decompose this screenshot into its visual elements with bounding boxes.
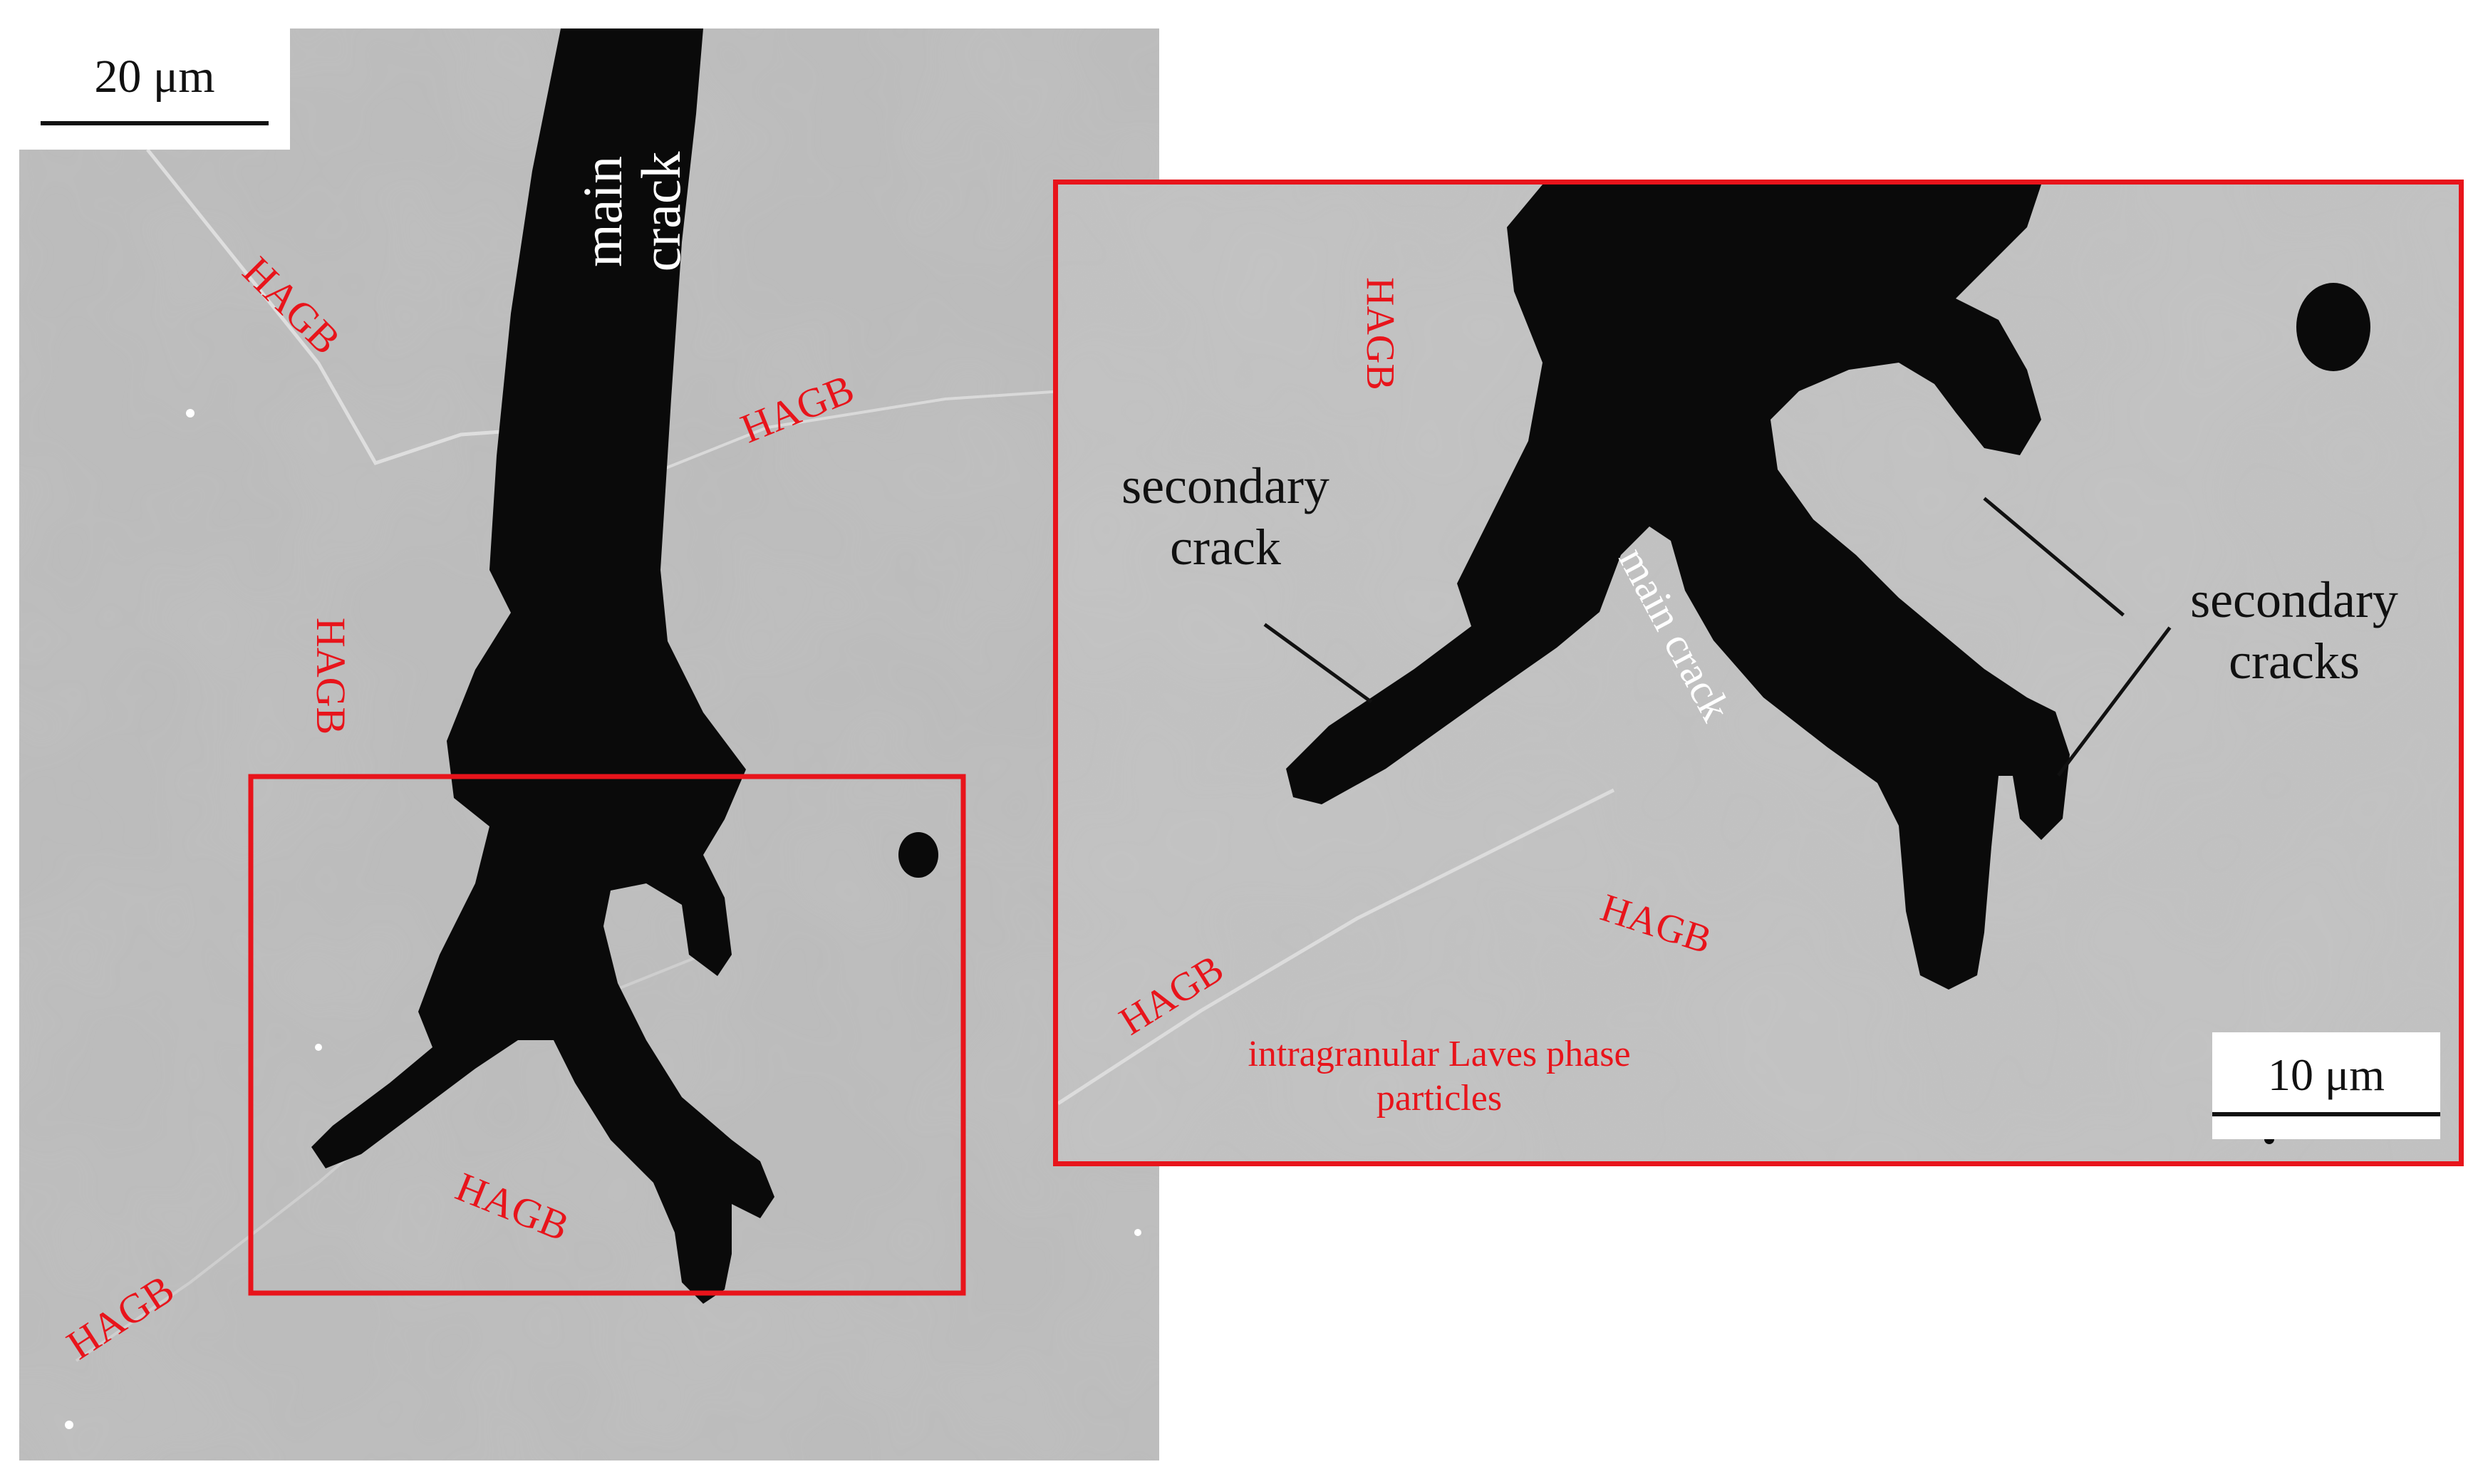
scale-bar-left-label: 20 μm: [94, 51, 215, 103]
left-micrograph-image: [19, 28, 1159, 1460]
scale-bar-right-line: [2212, 1112, 2440, 1116]
left-hagb-label-3: HAGB: [308, 617, 355, 735]
scale-bar-right-label: 10 μm: [2267, 1049, 2385, 1100]
right-micrograph-image: [1058, 185, 2459, 1161]
laves-phase-label: intragranular Laves phase particles: [1211, 1032, 1667, 1121]
right-hagb-label-1: HAGB: [1358, 277, 1402, 390]
left-main-crack-line-2: crack: [630, 151, 692, 272]
secondary-crack-line-1: secondary: [1121, 457, 1329, 514]
laves-phase-line-1: intragranular Laves phase: [1248, 1034, 1631, 1074]
secondary-cracks-line-1: secondary: [2190, 571, 2398, 628]
secondary-cracks-label: secondary cracks: [2155, 569, 2433, 692]
scale-bar-left: 20 μm: [19, 28, 290, 150]
secondary-crack-label: secondary crack: [1076, 455, 1375, 578]
left-micrograph: 20 μm main crack HAGB HAGB HAGB HAGB HAG…: [19, 28, 1159, 1460]
inset-region-frame: [248, 774, 966, 1296]
right-main-crack-shape: [1286, 185, 2070, 990]
left-main-crack-line-1: main: [571, 155, 634, 267]
main-crack-shape: [311, 28, 774, 1304]
right-micrograph-inset: secondary crack secondary cracks main cr…: [1053, 180, 2464, 1166]
secondary-crack-line-2: crack: [1170, 519, 1281, 576]
scale-bar-right: 10 μm: [2212, 1032, 2440, 1139]
secondary-cracks-line-2: cracks: [2229, 633, 2360, 690]
scale-bar-left-line: [41, 121, 269, 125]
laves-phase-line-2: particles: [1376, 1078, 1503, 1119]
left-main-crack-label: main crack: [571, 126, 692, 297]
